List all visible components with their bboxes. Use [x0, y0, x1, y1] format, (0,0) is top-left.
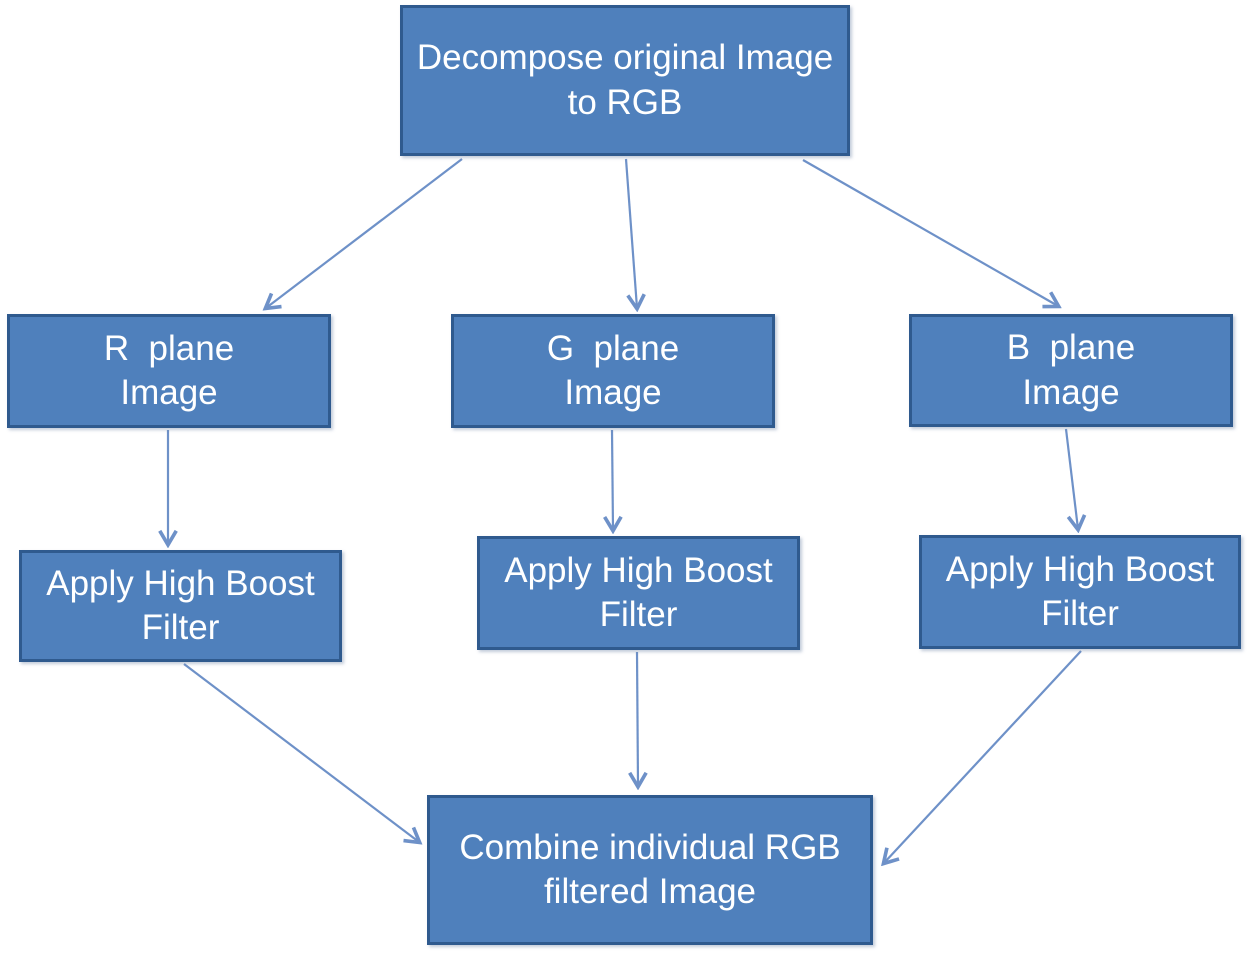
edge-decompose-to-b-plane	[802, 159, 1058, 306]
edge-filter-r-to-combine	[183, 663, 419, 842]
node-combine-label: Combine individual RGB filtered Image	[459, 827, 841, 911]
node-filter-g-label: Apply High Boost Filter	[504, 550, 773, 634]
node-apply-high-boost-filter-g: Apply High Boost Filter	[477, 536, 800, 650]
node-decompose-original-image: Decompose original Image to RGB	[400, 5, 850, 156]
node-apply-high-boost-filter-r: Apply High Boost Filter	[19, 550, 342, 662]
edge-decompose-to-r-plane	[266, 158, 463, 308]
node-filter-r-label: Apply High Boost Filter	[46, 563, 315, 647]
node-combine-filtered-image: Combine individual RGB filtered Image	[427, 795, 873, 945]
node-apply-high-boost-filter-b: Apply High Boost Filter	[919, 535, 1241, 649]
node-g-plane-image: G plane Image	[451, 314, 775, 428]
edge-decompose-to-g-plane	[624, 158, 637, 308]
node-r-plane-image: R plane Image	[7, 314, 331, 428]
edge-filter-g-to-combine	[637, 651, 638, 786]
edge-g-plane-to-filter-g	[612, 429, 613, 530]
node-b-plane-image: B plane Image	[909, 314, 1233, 427]
node-filter-b-label: Apply High Boost Filter	[945, 549, 1215, 633]
node-r-plane-label: R plane Image	[103, 328, 235, 412]
edge-filter-b-to-combine	[884, 650, 1082, 863]
edge-b-plane-to-filter-b	[1064, 428, 1078, 529]
node-decompose-label: Decompose original Image to RGB	[416, 38, 834, 122]
node-g-plane-label: G plane Image	[546, 328, 680, 412]
node-b-plane-label: B plane Image	[1006, 328, 1136, 412]
